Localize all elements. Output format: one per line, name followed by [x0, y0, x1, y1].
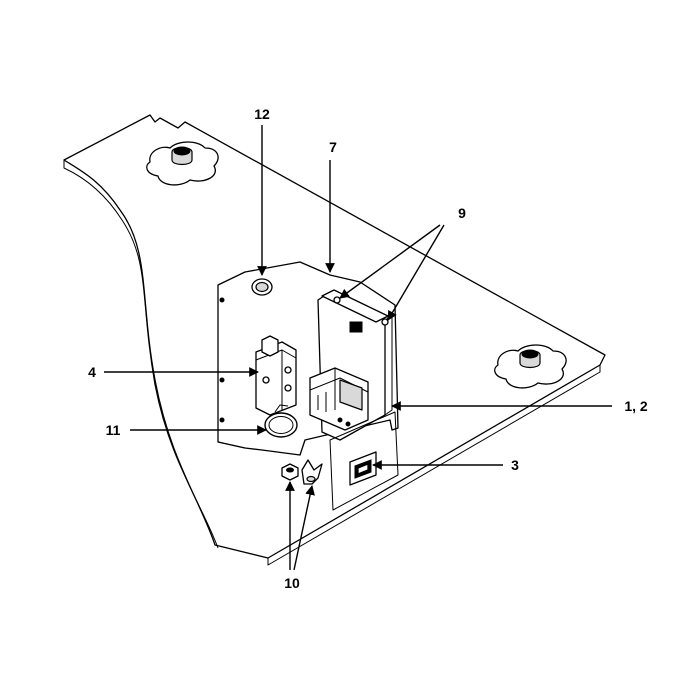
callout-7: 7 — [329, 139, 337, 155]
callout-1-2: 1, 2 — [624, 398, 648, 414]
callout-12: 12 — [254, 106, 270, 122]
callout-3: 3 — [511, 457, 519, 473]
control-board — [309, 289, 393, 441]
clamp-ring — [264, 404, 298, 438]
rocker-switch — [349, 451, 377, 486]
leader-lines — [104, 125, 612, 571]
leader-9b — [387, 224, 445, 321]
callout-10: 10 — [284, 575, 300, 591]
lower-panel — [329, 411, 399, 511]
callout-4: 4 — [88, 364, 96, 380]
grommet — [251, 278, 273, 296]
mounting-knob-right — [494, 344, 567, 389]
terminal-block — [255, 335, 297, 416]
wing-nut — [301, 459, 323, 485]
leader-10b — [293, 485, 315, 571]
hex-nut — [281, 463, 299, 481]
leader-9a — [339, 224, 441, 299]
board-screws — [333, 296, 389, 326]
callout-11: 11 — [106, 422, 121, 438]
callout-9: 9 — [458, 205, 466, 221]
mounting-knob-left — [146, 141, 219, 186]
